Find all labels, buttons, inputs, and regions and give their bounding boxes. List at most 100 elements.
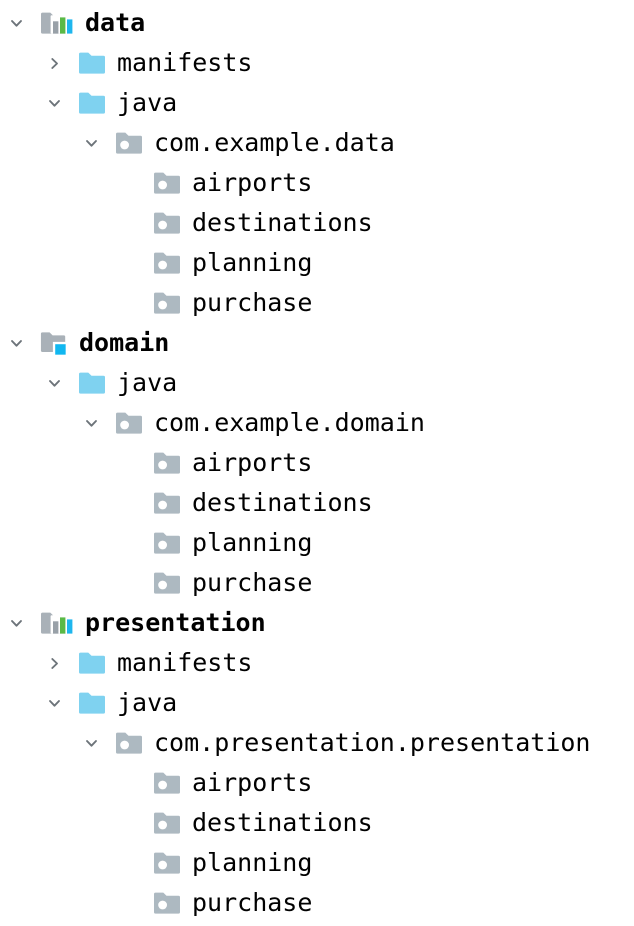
package-icon <box>115 129 143 157</box>
tree-row[interactable]: planning <box>0 523 634 563</box>
tree-row[interactable]: java <box>0 363 634 403</box>
chevron-spacer <box>117 443 141 483</box>
tree-item-label: planning <box>192 848 313 877</box>
source-folder-icon <box>78 689 106 717</box>
row-indent <box>0 223 117 224</box>
source-folder-icon <box>78 89 106 117</box>
row-indent <box>0 863 117 864</box>
row-indent <box>0 303 117 304</box>
tree-row[interactable]: com.presentation.presentation <box>0 723 634 763</box>
row-indent <box>0 143 79 144</box>
tree-row[interactable]: destinations <box>0 803 634 843</box>
tree-row[interactable]: com.example.domain <box>0 403 634 443</box>
chevron-down-icon[interactable] <box>79 123 103 163</box>
package-icon <box>153 529 181 557</box>
row-indent <box>0 743 79 744</box>
tree-item-label: java <box>117 688 178 717</box>
package-icon <box>153 289 181 317</box>
source-folder-icon <box>78 369 106 397</box>
chevron-right-icon[interactable] <box>42 43 66 83</box>
package-icon <box>153 209 181 237</box>
row-indent <box>0 583 117 584</box>
chevron-down-icon[interactable] <box>79 723 103 763</box>
tree-item-label: airports <box>192 168 313 197</box>
package-icon <box>153 449 181 477</box>
tree-row[interactable]: airports <box>0 443 634 483</box>
tree-row[interactable]: domain <box>0 323 634 363</box>
row-indent <box>0 383 42 384</box>
row-indent <box>0 183 117 184</box>
chevron-spacer <box>117 883 141 923</box>
chevron-spacer <box>117 763 141 803</box>
tree-item-label: domain <box>79 328 170 357</box>
tree-row[interactable]: data <box>0 3 634 43</box>
android-module-icon <box>40 609 76 637</box>
tree-row[interactable]: manifests <box>0 643 634 683</box>
chevron-spacer <box>117 803 141 843</box>
tree-row[interactable]: manifests <box>0 43 634 83</box>
tree-item-label: com.example.data <box>154 128 395 157</box>
chevron-down-icon[interactable] <box>4 3 28 43</box>
chevron-spacer <box>117 563 141 603</box>
package-icon <box>153 169 181 197</box>
row-indent <box>0 463 117 464</box>
tree-item-label: airports <box>192 448 313 477</box>
chevron-spacer <box>117 163 141 203</box>
tree-item-label: destinations <box>192 808 373 837</box>
package-icon <box>153 489 181 517</box>
tree-row[interactable]: presentation <box>0 603 634 643</box>
tree-item-label: manifests <box>117 648 253 677</box>
package-icon <box>115 729 143 757</box>
tree-item-label: destinations <box>192 488 373 517</box>
tree-row[interactable]: airports <box>0 763 634 803</box>
chevron-spacer <box>117 203 141 243</box>
tree-row[interactable]: com.example.data <box>0 123 634 163</box>
tree-row[interactable]: planning <box>0 843 634 883</box>
tree-row[interactable]: java <box>0 83 634 123</box>
chevron-right-icon[interactable] <box>42 643 66 683</box>
chevron-down-icon[interactable] <box>42 363 66 403</box>
chevron-spacer <box>117 483 141 523</box>
package-icon <box>153 889 181 917</box>
chevron-down-icon[interactable] <box>79 403 103 443</box>
chevron-down-icon[interactable] <box>4 603 28 643</box>
tree-row[interactable]: java <box>0 683 634 723</box>
row-indent <box>0 543 117 544</box>
chevron-spacer <box>117 523 141 563</box>
package-icon <box>153 849 181 877</box>
chevron-spacer <box>117 283 141 323</box>
row-indent <box>0 783 117 784</box>
source-folder-icon <box>78 49 106 77</box>
tree-row[interactable]: destinations <box>0 483 634 523</box>
tree-item-label: java <box>117 368 178 397</box>
chevron-spacer <box>117 843 141 883</box>
tree-row[interactable]: purchase <box>0 883 634 923</box>
row-indent <box>0 423 79 424</box>
tree-row[interactable]: airports <box>0 163 634 203</box>
row-indent <box>0 263 117 264</box>
tree-row[interactable]: purchase <box>0 563 634 603</box>
chevron-down-icon[interactable] <box>4 323 28 363</box>
tree-item-label: purchase <box>192 288 313 317</box>
tree-row[interactable]: destinations <box>0 203 634 243</box>
package-icon <box>153 569 181 597</box>
android-module-icon <box>40 9 76 37</box>
tree-item-label: presentation <box>85 608 266 637</box>
tree-item-label: manifests <box>117 48 253 77</box>
tree-row[interactable]: planning <box>0 243 634 283</box>
chevron-down-icon[interactable] <box>42 683 66 723</box>
package-icon <box>153 769 181 797</box>
package-icon <box>115 409 143 437</box>
row-indent <box>0 503 117 504</box>
chevron-spacer <box>117 243 141 283</box>
tree-row[interactable]: purchase <box>0 283 634 323</box>
tree-item-label: com.example.domain <box>154 408 425 437</box>
tree-item-label: data <box>85 8 146 37</box>
row-indent <box>0 903 117 904</box>
source-folder-icon <box>78 649 106 677</box>
tree-item-label: planning <box>192 528 313 557</box>
row-indent <box>0 103 42 104</box>
chevron-down-icon[interactable] <box>42 83 66 123</box>
tree-item-label: purchase <box>192 888 313 917</box>
